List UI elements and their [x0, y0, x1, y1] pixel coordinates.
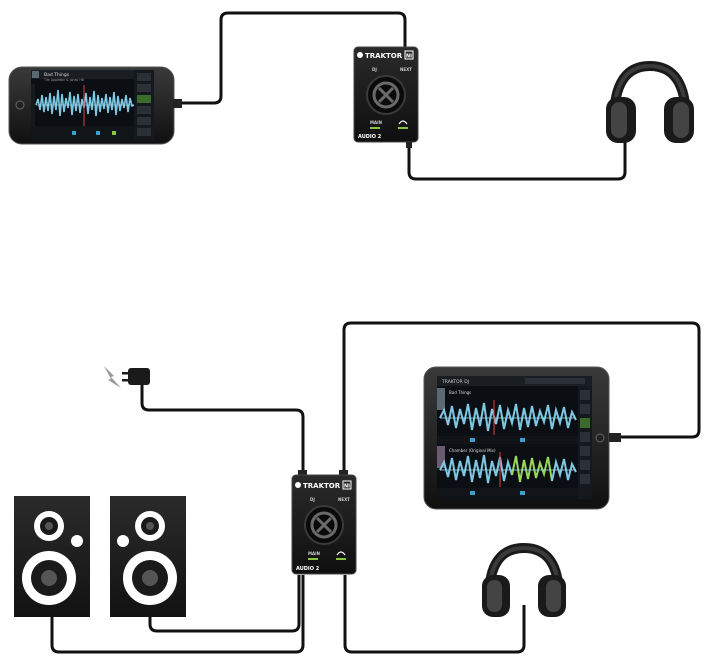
top-cables [182, 11, 627, 181]
ipad: TRAKTOR DJ Bad Things Chamber (Original … [423, 366, 621, 510]
tablet-cable [342, 321, 701, 472]
headphones-bottom [482, 542, 566, 617]
traktor-logo-icon [357, 52, 363, 58]
tablet-deck-a-title: Bad Things [449, 390, 471, 395]
power-plug-icon [128, 368, 150, 385]
phone-track-artist: Tim Appleton & Jonas Hill [43, 78, 84, 82]
iphone: Bad Things Tim Appleton & Jonas Hill [8, 66, 182, 145]
lightning-bolt-icon [104, 366, 121, 388]
out-left-label: DJ [372, 67, 377, 72]
speaker-right [110, 496, 186, 617]
traktor-audio-2-top: TRAKTOR NI DJ NEXT MAIN AUDIO 2 [353, 46, 419, 148]
bottom-cables [50, 321, 701, 654]
phone-waveform [35, 89, 135, 117]
traktor-audio-2-bottom: TRAKTOR NI DJ NEXT MAIN AUDIO 2 [291, 470, 357, 575]
phone-to-interface-cable [182, 11, 407, 105]
main-label-2: MAIN [308, 551, 320, 556]
main-label: MAIN [370, 120, 382, 125]
speaker-left-cable [50, 575, 305, 654]
power-cable [140, 385, 305, 472]
traktor-logo-icon-2 [295, 482, 301, 488]
tablet-header: TRAKTOR DJ [441, 379, 469, 385]
ni-logo-icon [404, 50, 414, 60]
phone-track-title: Bad Things [44, 72, 70, 78]
headphone-symbol-icon [398, 120, 408, 125]
ni-logo-icon-2 [342, 480, 352, 490]
interface-model: AUDIO 2 [358, 134, 382, 140]
tablet-waveform-a [439, 402, 577, 432]
out-left-label-2: DJ [310, 497, 315, 502]
headphones-top [606, 60, 694, 143]
interface-model-2: AUDIO 2 [296, 566, 320, 572]
interface-to-headphones-cable [407, 130, 627, 181]
interface-brand: TRAKTOR [365, 52, 403, 60]
ni-logo-text-2: NI [344, 484, 350, 490]
headphones-bottom-cable [343, 575, 526, 654]
tablet-waveform-b-highlight [511, 455, 553, 483]
speaker-right-cable [148, 575, 301, 633]
headphone-symbol-icon-2 [336, 551, 346, 556]
speaker-left [14, 496, 90, 617]
tablet-deck-b-title: Chamber (Original Mix) [449, 448, 496, 453]
interface-brand-2: TRAKTOR [303, 482, 341, 490]
main-level-bar [370, 127, 380, 129]
out-right-label-2: NEXT [338, 497, 350, 502]
main-level-bar-2 [308, 558, 318, 560]
out-right-label: NEXT [400, 67, 412, 72]
power-adapter [104, 366, 150, 388]
ni-logo-text: NI [406, 54, 412, 60]
